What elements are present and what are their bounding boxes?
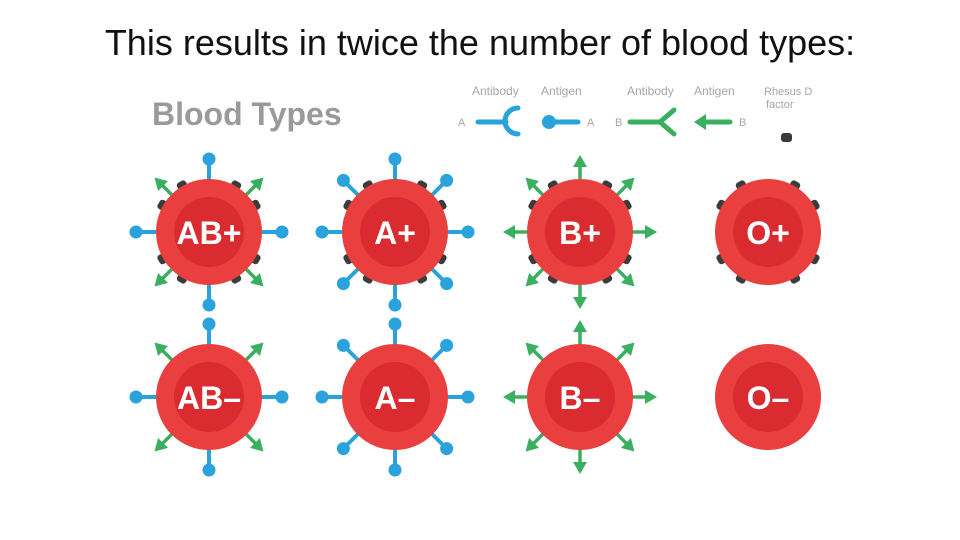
antigen-a-head xyxy=(203,464,216,477)
antigen-a-head xyxy=(389,153,402,166)
blood-cell: O– xyxy=(715,344,821,450)
legend-rh: Rhesus D factor xyxy=(764,86,812,142)
antigen-a-head xyxy=(130,391,143,404)
blood-type-label: O+ xyxy=(746,215,790,251)
blood-type-label: B+ xyxy=(559,215,601,251)
legend-a-right-letter: A xyxy=(587,117,595,129)
legend-b-right-letter: B xyxy=(739,117,746,129)
legend-b-antigen-icon xyxy=(694,114,730,130)
blood-type-label: AB+ xyxy=(177,215,242,251)
antigen-b-head xyxy=(645,225,657,239)
blood-cell: B– xyxy=(503,320,657,474)
blood-type-label: AB– xyxy=(177,380,241,416)
legend-rh-icon xyxy=(781,133,792,142)
blood-cell: AB– xyxy=(130,318,289,477)
legend-a-left-letter: A xyxy=(458,117,466,129)
antigen-b-head xyxy=(573,155,587,167)
antigen-b-head xyxy=(503,225,515,239)
antigen-a-head xyxy=(462,391,475,404)
legend-b-antibody-label: Antibody xyxy=(627,84,674,98)
legend-a: Antibody Antigen A A xyxy=(458,84,595,134)
antigen-a-head xyxy=(203,153,216,166)
blood-type-label: A– xyxy=(375,380,416,416)
legend-b: Antibody Antigen B B xyxy=(615,84,746,134)
legend-b-left-letter: B xyxy=(615,117,622,129)
antigen-b-head xyxy=(503,390,515,404)
blood-type-label: B– xyxy=(560,380,601,416)
antigen-a-head xyxy=(337,277,350,290)
antigen-a-head xyxy=(316,226,329,239)
legend-b-antigen-label: Antigen xyxy=(694,84,735,98)
antigen-a-head xyxy=(276,391,289,404)
blood-type-label: A+ xyxy=(374,215,416,251)
legend-a-antibody-label: Antibody xyxy=(472,84,519,98)
legend-b-antibody-icon xyxy=(630,110,674,134)
blood-cell: AB+ xyxy=(130,153,289,312)
blood-cells: AB+ A+ B+ O+ AB– A– B– O– xyxy=(130,153,822,477)
antigen-b-head xyxy=(573,320,587,332)
diagram-heading: Blood Types xyxy=(152,96,342,132)
antigen-a-head xyxy=(337,442,350,455)
antigen-a-head xyxy=(316,391,329,404)
blood-cell: A+ xyxy=(316,153,475,312)
antigen-b-head xyxy=(573,297,587,309)
legend-a-antibody-icon xyxy=(478,108,518,134)
antigen-a-head xyxy=(440,442,453,455)
legend-rh-line1: Rhesus D xyxy=(764,86,812,98)
antigen-b-head xyxy=(573,462,587,474)
antigen-a-head xyxy=(276,226,289,239)
antigen-a-head xyxy=(389,464,402,477)
antigen-a-head xyxy=(337,339,350,352)
antigen-a-head xyxy=(440,339,453,352)
antigen-a-head xyxy=(389,299,402,312)
blood-cell: O+ xyxy=(715,179,821,285)
antigen-a-head xyxy=(462,226,475,239)
legend-rh-line2: factor xyxy=(766,99,794,111)
blood-cell: A– xyxy=(316,318,475,477)
antigen-a-head xyxy=(203,318,216,331)
antigen-b-head xyxy=(645,390,657,404)
antigen-a-head xyxy=(203,299,216,312)
antigen-a-head xyxy=(389,318,402,331)
antigen-a-head xyxy=(130,226,143,239)
blood-type-label: O– xyxy=(747,380,790,416)
antigen-a-head xyxy=(337,174,350,187)
blood-cell: B+ xyxy=(503,155,657,309)
legend-a-antigen-label: Antigen xyxy=(541,84,582,98)
antigen-a-head xyxy=(440,174,453,187)
legend-a-antigen-icon xyxy=(542,115,578,129)
antigen-a-head xyxy=(440,277,453,290)
